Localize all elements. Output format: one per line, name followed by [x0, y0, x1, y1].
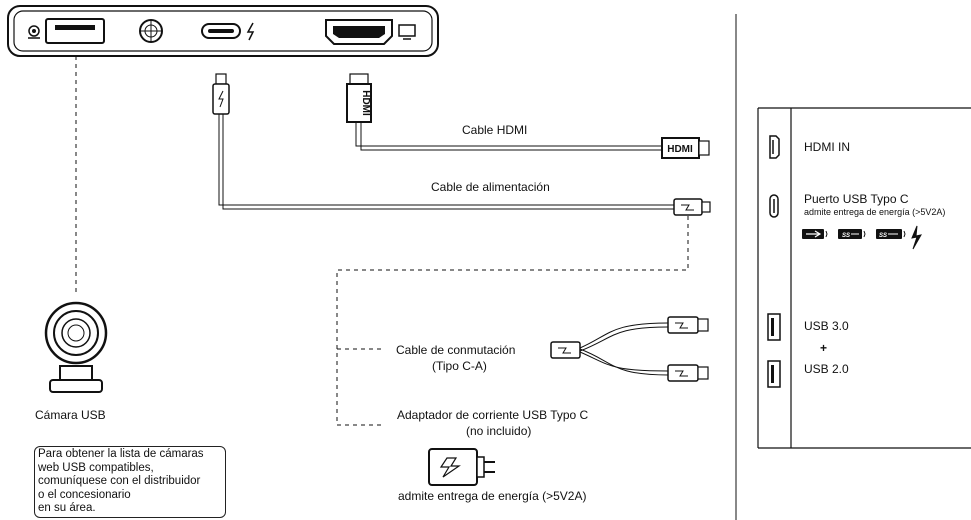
- hdmi-cable-line-2: [360, 122, 662, 151]
- note-line: en su área.: [38, 502, 96, 515]
- side-usbc-subtitle: admite entrega de energía (>5V2A): [804, 207, 946, 217]
- side-hdmi-port-icon: [769, 135, 780, 159]
- note-line: comuníquese con el distribuidor: [38, 475, 201, 488]
- note-line: web USB compatibles,: [38, 461, 154, 474]
- webcam-icon: [28, 25, 40, 39]
- hdmi-cable-label: Cable HDMI: [462, 123, 528, 137]
- side-plus-label: +: [820, 341, 828, 355]
- note-line: Para obtener la lista de cámaras: [38, 448, 204, 460]
- power-route-dashed: [336, 216, 689, 426]
- power-adapter-icon: [428, 448, 495, 486]
- switch-cable-label: Cable de conmutación: [396, 343, 516, 357]
- hdmi-cable-plug-right: HDMI: [661, 137, 710, 159]
- compatibility-note: Para obtener la lista de cámaras web USB…: [34, 446, 226, 518]
- usb-camera-icon: [44, 301, 108, 393]
- svg-text:SS: SS: [842, 233, 850, 239]
- usb-a-port: [45, 18, 105, 44]
- side-usb2-port-icon: [767, 360, 781, 388]
- globe-icon: [139, 19, 163, 43]
- switch-cable-usba-plug-bottom: [667, 364, 709, 382]
- svg-text:SS: SS: [879, 233, 887, 239]
- switch-cable-branch-top-2: [579, 326, 669, 352]
- side-usb2-label: USB 2.0: [804, 362, 849, 376]
- switch-cable-branch-bottom-2: [579, 348, 669, 376]
- note-line: o el concesionario: [38, 488, 131, 501]
- usb-superspeed-logo-icon: SS: [838, 229, 866, 239]
- usb-c-cable-plug-right: [673, 198, 711, 216]
- power-cable-line: [218, 114, 675, 206]
- adapter-label: Adaptador de corriente USB Typo C: [397, 408, 589, 422]
- switch-cable-branch-top: [579, 322, 669, 349]
- display-icon: [398, 24, 416, 40]
- usb-superspeed-10-logo-icon: SS: [876, 229, 906, 239]
- side-usbc-port-icon: [769, 194, 779, 218]
- hdmi-plug-text-top: HDMI: [360, 90, 371, 116]
- hdmi-cable-line: [355, 122, 662, 147]
- lightning-icon: [246, 22, 255, 41]
- power-cable-line-2: [222, 114, 675, 210]
- usb-camera-label: Cámara USB: [35, 408, 106, 422]
- side-usbc-title: Puerto USB Typo C: [804, 192, 909, 206]
- hdmi-plug-text-right: HDMI: [667, 144, 693, 155]
- adapter-caption: admite entrega de energía (>5V2A): [398, 489, 587, 503]
- hdmi-cable-plug-top: HDMI: [346, 73, 372, 123]
- side-hdmi-in-label: HDMI IN: [804, 140, 850, 154]
- switch-cable-usbc-plug: [550, 341, 581, 359]
- side-usb3-port-icon: [767, 313, 781, 341]
- power-cable-label: Cable de alimentación: [431, 180, 550, 194]
- side-port-panel: [757, 107, 971, 449]
- hdmi-port: [325, 19, 393, 45]
- side-usb3-label: USB 3.0: [804, 319, 849, 333]
- switch-cable-type-label: (Tipo C-A): [432, 359, 487, 373]
- usb-c-port: [201, 23, 241, 39]
- switch-cable-branch-bottom: [579, 351, 669, 372]
- adapter-not-included-label: (no incluido): [466, 424, 532, 438]
- usb-c-cable-plug-top: [212, 73, 230, 115]
- side-lightning-icon: [911, 225, 922, 250]
- usb-logo-icon: [802, 229, 828, 239]
- switch-cable-usba-plug-top: [667, 316, 709, 334]
